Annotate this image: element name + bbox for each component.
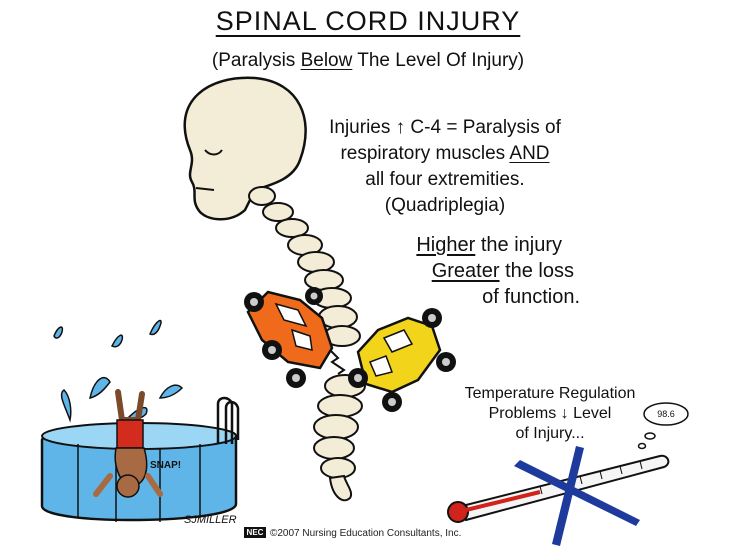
text-c4-paralysis: C-4 = Paralysis of (405, 117, 561, 138)
temperature-line-3: of Injury... (515, 425, 585, 442)
text-the-loss: the loss (499, 260, 574, 282)
text-greater: Greater (431, 260, 500, 282)
subtitle: (Paralysis Below The Level Of Injury) (0, 50, 736, 72)
page-title: SPINAL CORD INJURY (215, 6, 521, 36)
arrow-up-icon: ↑ (395, 117, 406, 138)
nec-logo: NEC (244, 527, 266, 538)
subtitle-after: The Level Of Injury) (352, 50, 525, 71)
text-respiratory: respiratory muscles (340, 143, 510, 164)
quadriplegia-line-2: respiratory muscles AND (300, 141, 590, 167)
temperature-line-2: Problems ↓ Level (440, 404, 660, 424)
diver-icon (93, 389, 163, 498)
text-the-injury: the injury (475, 234, 562, 256)
text-higher: Higher (416, 234, 476, 256)
skull-icon (183, 76, 307, 221)
text-problems: Problems (488, 405, 561, 422)
quadriplegia-line-4: (Quadriplegia) (384, 195, 506, 216)
temperature-line-1: Temperature Regulation (464, 385, 636, 402)
snap-label: SNAP! (150, 460, 182, 471)
thought-bubble-icon (637, 402, 689, 450)
text-injuries: Injuries (329, 117, 396, 138)
copyright-text: ©2007 Nursing Education Consultants, Inc… (270, 528, 462, 539)
severity-line-3: of function. (482, 286, 580, 308)
x-cross-icon (514, 446, 640, 546)
spine-upper-icon (248, 186, 361, 347)
text-level: Level (568, 405, 612, 422)
fracture-mark-icon (329, 349, 346, 375)
quadriplegia-note: Injuries ↑ C-4 = Paralysis of respirator… (300, 115, 590, 219)
text-and-emphasis: AND (509, 143, 550, 164)
arrow-down-icon: ↓ (560, 405, 569, 422)
thought-bubble-text: 98.6 (657, 409, 675, 419)
spine-lower-icon (313, 374, 366, 502)
severity-line-2: Greater the loss (360, 258, 580, 284)
artist-signature: SJMILLER (184, 514, 237, 526)
quadriplegia-line-3: all four extremities. (365, 169, 525, 190)
severity-note: Higher the injury Greater the loss of fu… (360, 232, 580, 310)
pool-icon (40, 319, 240, 522)
yellow-car-icon (348, 308, 456, 412)
temperature-note: Temperature Regulation Problems ↓ Level … (440, 384, 660, 444)
quadriplegia-line-1: Injuries ↑ C-4 = Paralysis of (300, 115, 590, 141)
subtitle-emphasis: Below (300, 50, 353, 71)
subtitle-before: (Paralysis (211, 50, 301, 71)
thermometer-icon (447, 454, 670, 523)
orange-car-icon (244, 287, 334, 388)
severity-line-1: Higher the injury (360, 232, 580, 258)
